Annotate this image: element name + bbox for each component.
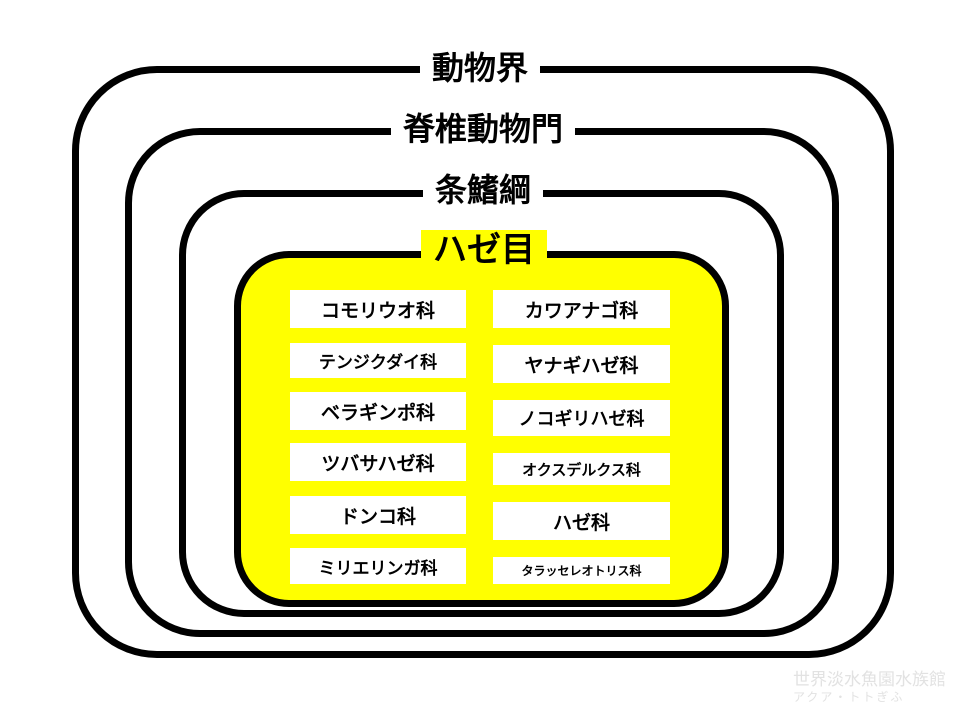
- family-left-3: ベラギンポ科: [290, 392, 466, 430]
- family-left-4: ツバサハゼ科: [290, 443, 466, 481]
- watermark-subtitle: アクア・トトぎふ: [793, 690, 905, 704]
- family-left-6: ミリエリンガ科: [290, 548, 466, 584]
- family-right-1: カワアナゴ科: [493, 290, 670, 328]
- family-right-4: オクスデルクス科: [493, 453, 670, 485]
- watermark-title: 世界淡水魚園水族館: [793, 670, 946, 690]
- family-right-2: ヤナギハゼ科: [493, 345, 670, 383]
- family-left-5: ドンコ科: [290, 496, 466, 534]
- family-right-6: タラッセレオトリス科: [493, 557, 670, 584]
- phylum-label: 脊椎動物門: [390, 109, 576, 149]
- family-left-1: コモリウオ科: [290, 290, 466, 328]
- family-right-5: ハゼ科: [493, 502, 670, 540]
- family-right-3: ノコギリハゼ科: [493, 400, 670, 436]
- aquarium-watermark: 世界淡水魚園水族館 アクア・トトぎふ: [793, 670, 946, 704]
- class-label: 条鰭綱: [422, 170, 544, 210]
- family-left-2: テンジクダイ科: [290, 343, 466, 378]
- kingdom-label: 動物界: [419, 48, 541, 88]
- order-label: ハゼ目: [421, 230, 547, 270]
